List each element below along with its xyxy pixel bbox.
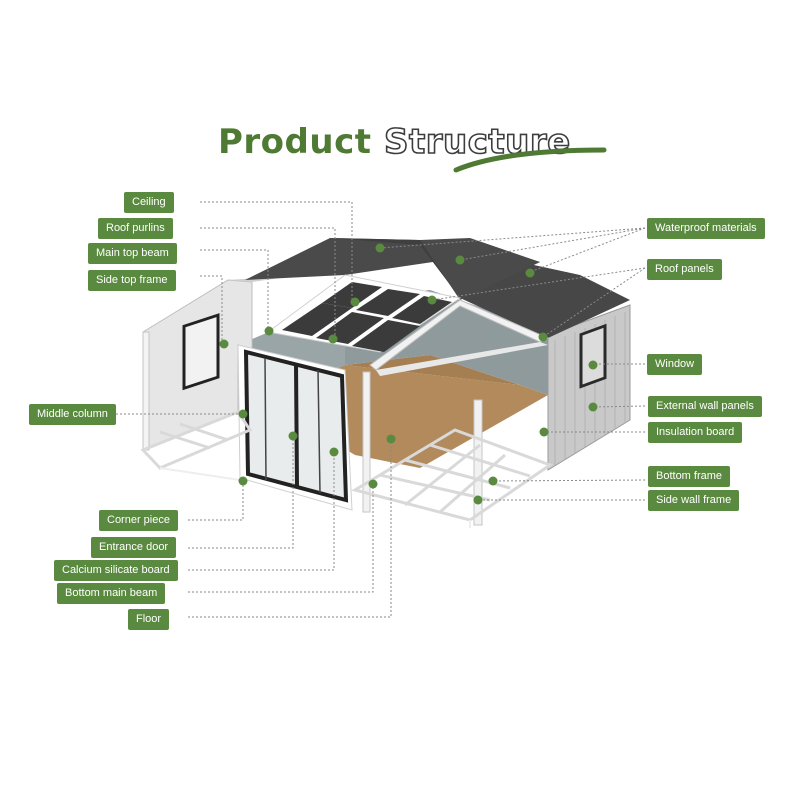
dot-waterproof-3 <box>525 268 535 278</box>
label-main-top-beam: Main top beam <box>88 243 177 264</box>
dot-roof-purlins <box>328 334 338 344</box>
dot-bottom-frame <box>488 476 498 486</box>
right-window <box>579 323 607 389</box>
dot-roof-panels-1 <box>538 332 548 342</box>
roof-right <box>460 262 630 338</box>
leader-roof-panels-1 <box>542 267 646 338</box>
label-corner-piece: Corner piece <box>99 510 178 531</box>
leader-main-top-beam <box>200 249 269 330</box>
label-bottom-frame: Bottom frame <box>648 466 731 487</box>
dot-side-wall-frame <box>473 495 483 505</box>
dot-roof-panels-2 <box>427 295 437 305</box>
dot-entrance-door <box>288 431 298 441</box>
label-entrance-door: Entrance door <box>91 537 177 558</box>
label-roof-panels: Roof panels <box>647 259 722 280</box>
leader-ceiling <box>200 201 353 300</box>
dot-side-top-frame <box>219 339 229 349</box>
leader-waterproof-1 <box>379 227 646 249</box>
label-window: Window <box>647 354 703 375</box>
leader-entrance-door <box>188 437 294 549</box>
dot-external-wall <box>588 402 598 412</box>
title-structure: Structure <box>383 121 571 163</box>
title-product: Product <box>218 122 372 162</box>
title-swoosh <box>453 147 607 173</box>
leader-roof-purlins <box>200 227 336 338</box>
label-external-wall-panels: External wall panels <box>648 396 762 417</box>
label-side-wall-frame: Side wall frame <box>648 490 740 511</box>
label-side-top-frame: Side top frame <box>88 270 176 291</box>
dot-main-top-beam <box>264 326 274 336</box>
leader-waterproof-2 <box>459 227 646 261</box>
dot-insulation <box>539 427 549 437</box>
dot-bottom-main-beam <box>368 479 378 489</box>
label-bottom-main-beam: Bottom main beam <box>57 583 166 604</box>
leader-external-wall <box>592 405 646 408</box>
leader-side-top-frame <box>200 275 223 343</box>
dot-waterproof-1 <box>375 243 385 253</box>
leader-calcium-silicate <box>188 452 335 571</box>
right-external-wall <box>547 304 631 471</box>
label-insulation-board: Insulation board <box>648 422 743 443</box>
label-waterproof-materials: Waterproof materials <box>647 218 765 239</box>
dot-floor <box>386 434 396 444</box>
leader-waterproof-3 <box>529 227 646 273</box>
left-window <box>182 313 220 391</box>
dot-window <box>588 360 598 370</box>
label-calcium-silicate-board: Calcium silicate board <box>54 560 178 581</box>
dot-corner-piece <box>238 476 248 486</box>
label-floor: Floor <box>128 609 170 630</box>
leader-bottom-frame <box>492 479 646 482</box>
dot-calcium-silicate <box>329 447 339 457</box>
title: Product Structure <box>0 121 800 182</box>
dot-waterproof-2 <box>455 255 465 265</box>
leader-bottom-main-beam <box>188 483 374 593</box>
label-roof-purlins: Roof purlins <box>98 218 173 239</box>
dot-ceiling <box>350 297 360 307</box>
column-front-right <box>473 399 483 526</box>
leader-corner-piece <box>188 480 244 521</box>
dot-middle-column <box>238 409 248 419</box>
label-ceiling: Ceiling <box>124 192 174 213</box>
leader-floor <box>188 440 392 618</box>
label-middle-column: Middle column <box>29 404 116 425</box>
